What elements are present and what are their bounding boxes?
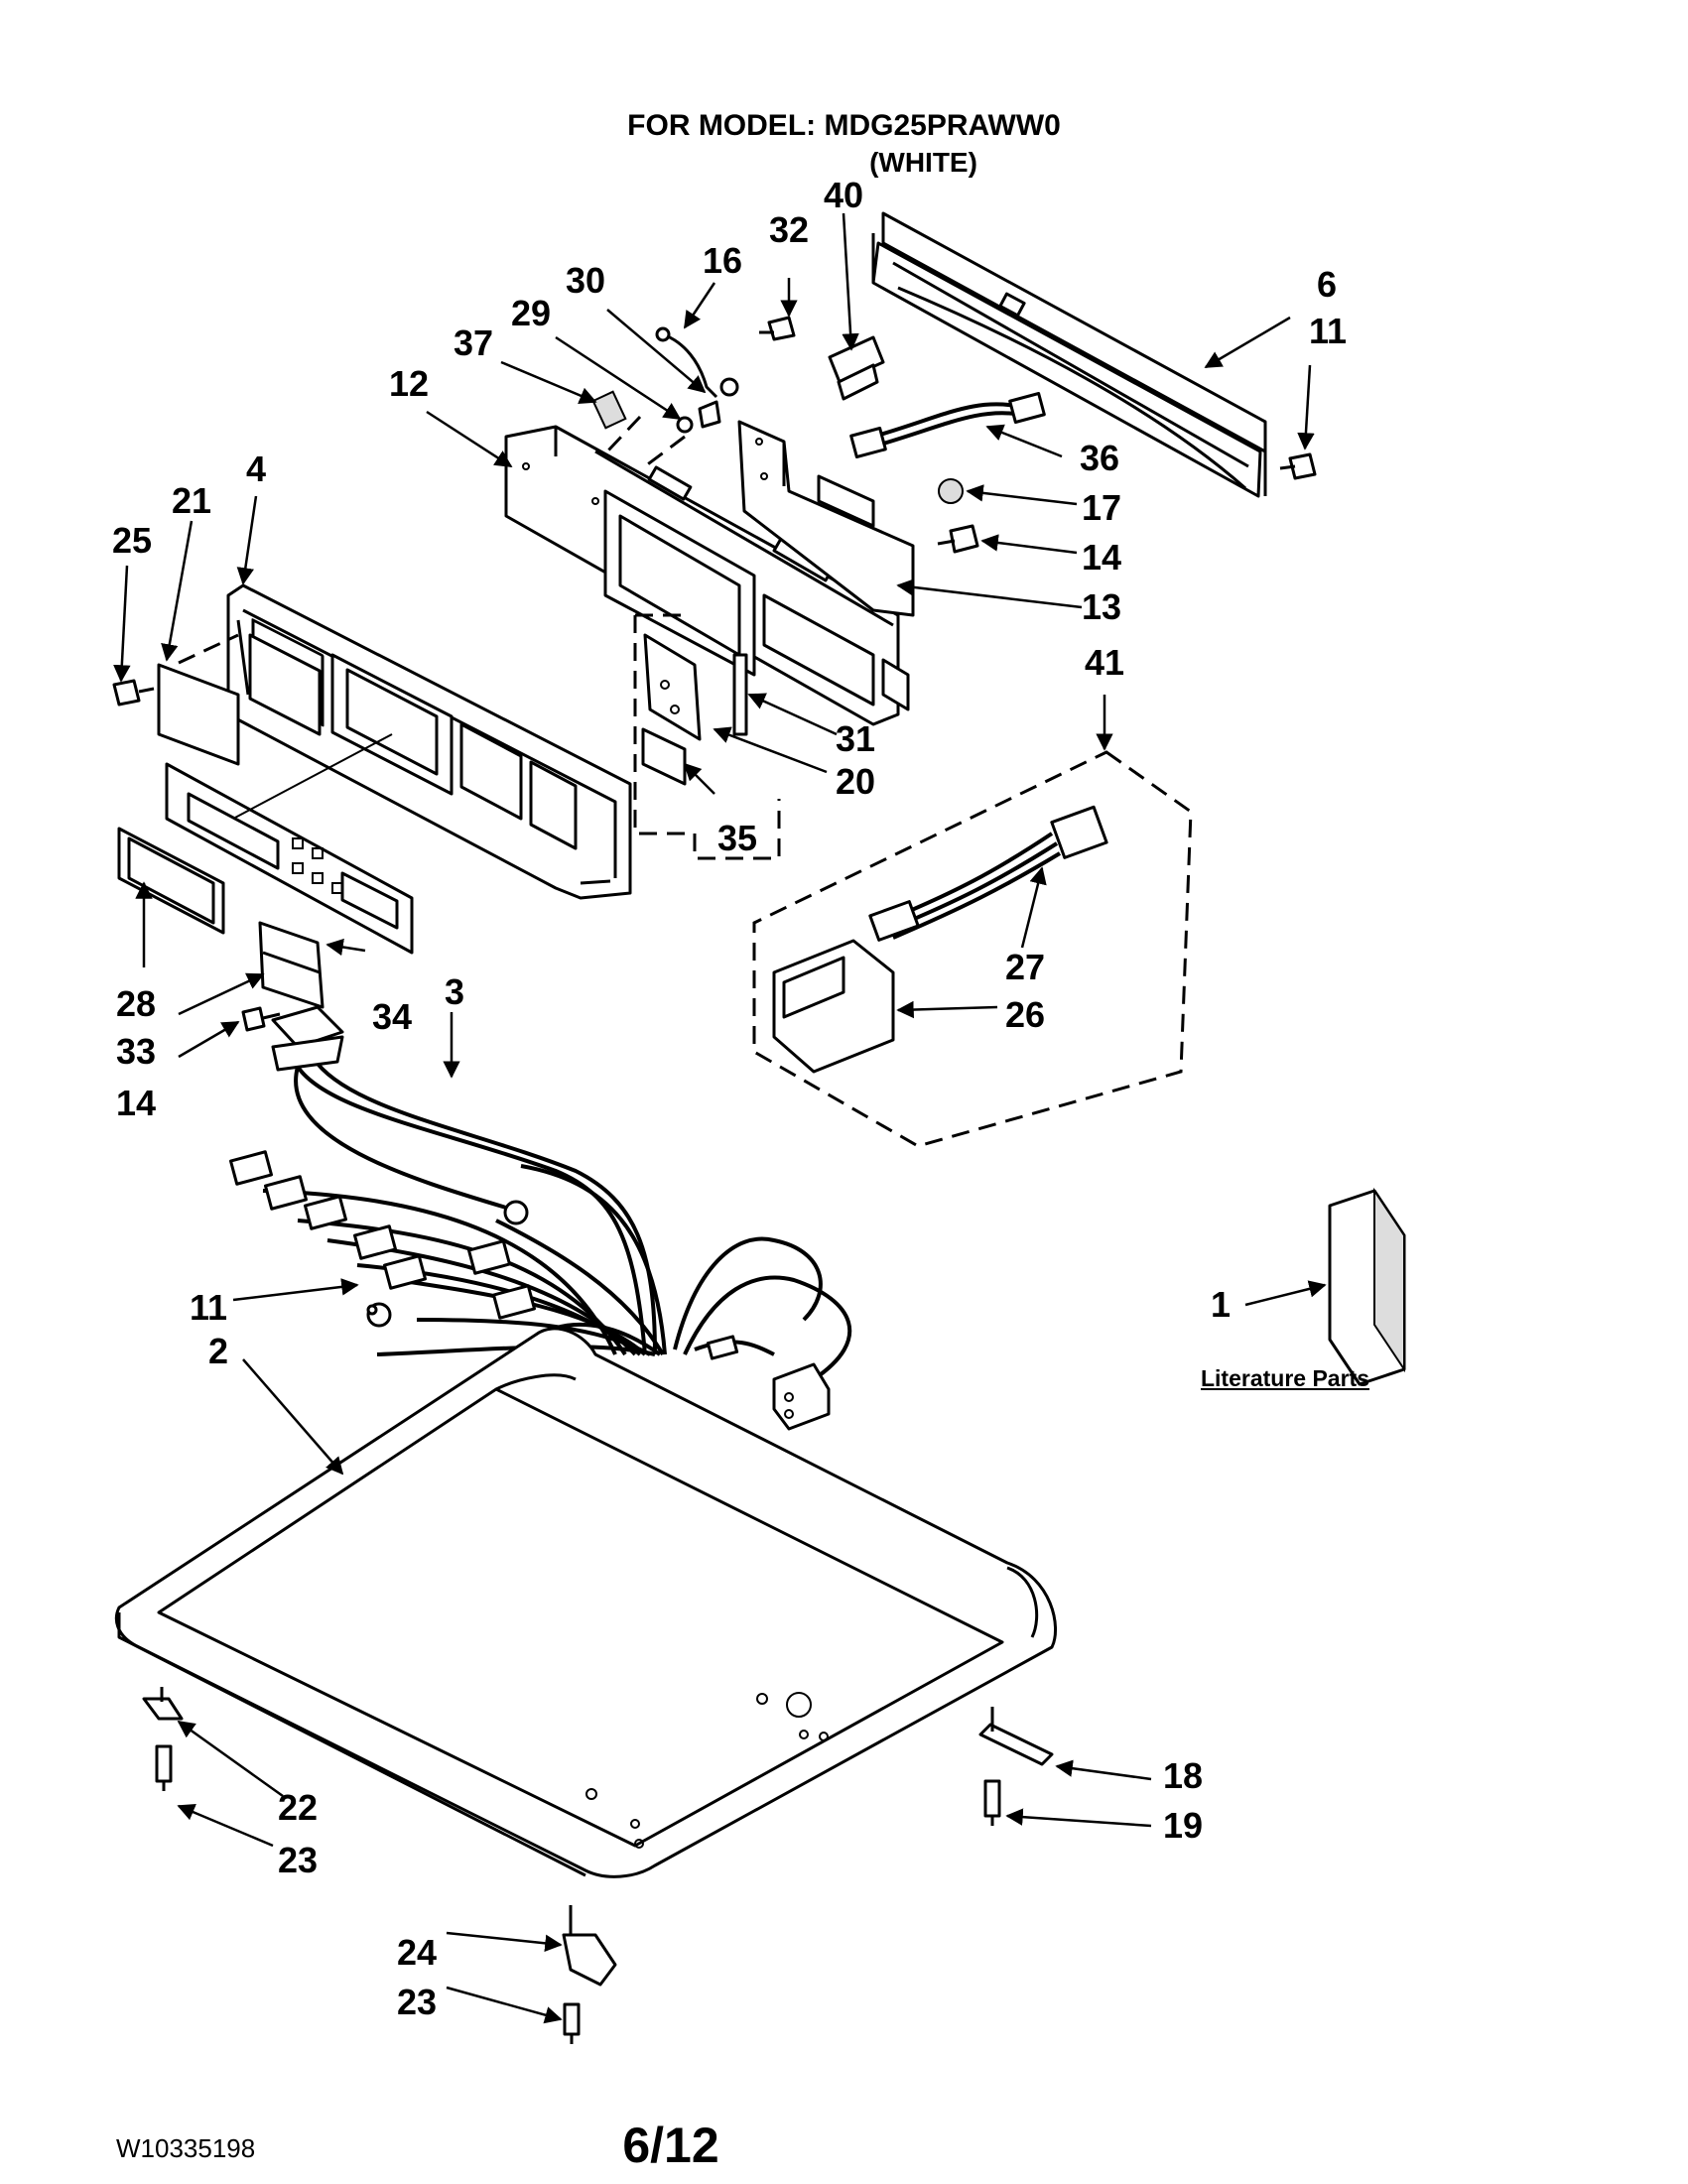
harness-terminals (229, 1150, 831, 1431)
callout-35: 35 (716, 818, 758, 858)
callout-19: 19 (1162, 1805, 1204, 1846)
page-number: 6/12 (622, 2118, 719, 2173)
callout-41: 41 (1084, 642, 1125, 683)
callout-23-left: 23 (277, 1840, 319, 1880)
callout-28: 28 (115, 983, 157, 1024)
kit-41-group (752, 750, 1193, 1148)
small-hardware-parts (591, 316, 796, 468)
callout-17: 17 (1081, 487, 1122, 528)
callout-16: 16 (702, 240, 743, 281)
callout-26: 26 (1004, 994, 1046, 1035)
callout-25: 25 (111, 520, 153, 561)
callout-11-left: 11 (189, 1287, 228, 1328)
callout-24: 24 (396, 1932, 438, 1973)
main-wire-harness-3 (229, 1005, 852, 1431)
model-color: (WHITE) (869, 147, 977, 178)
leader-lines (113, 212, 1327, 2024)
console-panel-part (226, 583, 632, 900)
button-part-33 (258, 921, 325, 1009)
callout-20: 20 (835, 761, 876, 802)
callout-12: 12 (388, 363, 430, 404)
callout-37: 37 (453, 322, 494, 363)
callout-6: 6 (1316, 264, 1338, 305)
callout-18: 18 (1162, 1755, 1204, 1796)
callout-34: 34 (371, 996, 413, 1037)
callout-36: 36 (1079, 438, 1120, 478)
control-overlay-34 (165, 733, 414, 955)
callout-32: 32 (768, 209, 810, 250)
knob-part (938, 478, 964, 504)
callout-21: 21 (171, 480, 212, 521)
callout-30: 30 (565, 260, 606, 301)
callout-4: 4 (245, 449, 267, 489)
callout-29: 29 (510, 293, 552, 333)
literature-booklet (1328, 1187, 1406, 1386)
lower-hardware (142, 1687, 1054, 2044)
callout-27: 27 (1004, 947, 1046, 987)
callout-14-left: 14 (115, 1083, 157, 1123)
callout-23-bottom: 23 (396, 1982, 438, 2022)
callout-22: 22 (277, 1787, 319, 1828)
switch-group-20 (633, 613, 781, 860)
document-number: W10335198 (116, 2133, 256, 2163)
callout-13: 13 (1081, 586, 1122, 627)
callout-33: 33 (115, 1031, 157, 1072)
callout-40: 40 (823, 175, 864, 215)
wire-harness-36 (849, 391, 1046, 459)
top-panel-part (115, 1327, 1057, 1878)
callout-31: 31 (835, 718, 876, 759)
callout-1: 1 (1210, 1284, 1232, 1325)
callout-3: 3 (444, 971, 465, 1012)
literature-parts-label: Literature Parts (1200, 1365, 1370, 1391)
callout-2: 2 (207, 1331, 229, 1371)
callout-11-top: 11 (1308, 311, 1348, 351)
connector-part (828, 335, 885, 401)
callout-14-top: 14 (1081, 537, 1122, 578)
display-window-28 (117, 827, 225, 935)
model-title: FOR MODEL: MDG25PRAWW0 (627, 109, 1061, 142)
rear-bracket-part (871, 211, 1267, 498)
overlay-21 (157, 633, 240, 766)
